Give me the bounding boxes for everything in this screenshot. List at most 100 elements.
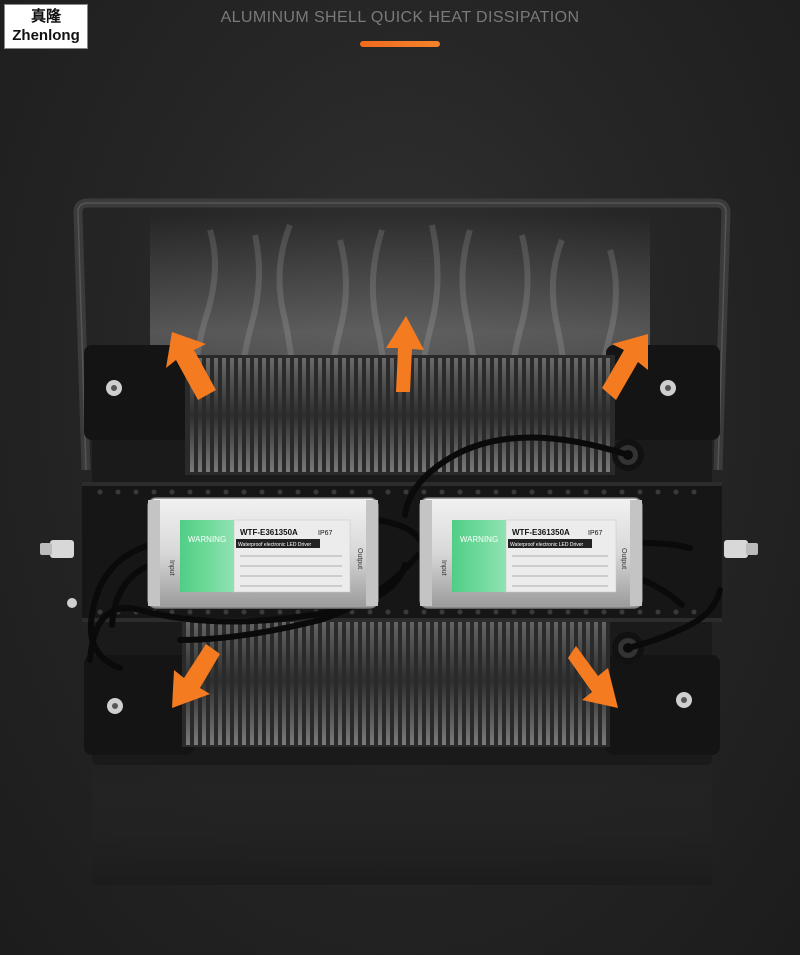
mount-hole: [385, 489, 391, 495]
mount-hole: [385, 609, 391, 615]
heat-sink-fin: [502, 358, 506, 472]
mount-hole: [259, 609, 265, 615]
heat-sink-fin: [266, 616, 270, 745]
heat-sink-fin: [254, 358, 258, 472]
mount-hole: [223, 609, 229, 615]
mount-hole: [601, 489, 607, 495]
mounting-bracket: [73, 198, 731, 471]
heat-sink-fin: [430, 358, 434, 472]
mount-hole: [313, 489, 319, 495]
arrow-up-left: [166, 332, 216, 400]
heat-sink-fin: [398, 358, 402, 472]
heat-sink-fin: [446, 358, 450, 472]
mount-hole: [547, 609, 553, 615]
heat-sink-fin: [282, 616, 286, 745]
mount-hole: [691, 489, 697, 495]
mount-hole: [673, 489, 679, 495]
heat-sink-fin: [358, 358, 362, 472]
heat-sink-fin: [402, 616, 406, 745]
heat-sink-fin: [270, 358, 274, 472]
heat-sink-fin: [530, 616, 534, 745]
heat-sink-fin: [262, 358, 266, 472]
heat-sink-fin: [494, 358, 498, 472]
heat-sink-fin: [462, 358, 466, 472]
mount-hole: [277, 609, 283, 615]
mount-hole: [223, 489, 229, 495]
heat-sink-fin: [442, 616, 446, 745]
mount-hole: [475, 609, 481, 615]
heat-sink-fin: [498, 616, 502, 745]
fin-strokes-upper: [190, 358, 610, 472]
heat-sink-fin: [534, 358, 538, 472]
driver-1-input-label: Input: [168, 560, 175, 576]
mount-hole: [349, 609, 355, 615]
driver-2-output-label: Output: [620, 548, 627, 569]
mount-hole: [187, 489, 193, 495]
heat-sink-fin: [250, 616, 254, 745]
mount-hole: [565, 609, 571, 615]
arrow-up-right: [602, 334, 648, 400]
heat-sink-fin: [322, 616, 326, 745]
heat-sink-fin: [294, 358, 298, 472]
heat-sink-fin: [426, 616, 430, 745]
driver-2-warning-label: [452, 520, 506, 592]
brand-name-en: Zhenlong: [12, 27, 80, 44]
mount-hole: [565, 489, 571, 495]
heat-sink-fin: [570, 616, 574, 745]
driver-1-model: WTF-E361350A: [240, 528, 298, 537]
heat-sink-fin: [314, 616, 318, 745]
heat-sink-fin: [290, 616, 294, 745]
mount-hole: [601, 609, 607, 615]
mount-hole: [205, 609, 211, 615]
arrow-up: [386, 316, 424, 392]
heat-sink-fin: [342, 358, 346, 472]
heat-sink-fin: [414, 358, 418, 472]
mount-hole: [511, 489, 517, 495]
heat-sink-fin: [306, 616, 310, 745]
mount-hole: [295, 609, 301, 615]
heat-sink-fin: [278, 358, 282, 472]
mount-hole: [493, 489, 499, 495]
brand-logo: 真隆 Zhenlong: [4, 4, 88, 49]
heat-sink-fin: [206, 358, 210, 472]
driver-2-model: WTF-E361350A: [512, 528, 570, 537]
mount-hole: [583, 489, 589, 495]
heat-sink-fin: [210, 616, 214, 745]
led-driver-1: WARNING Input Output WTF-E361350A IP67 W…: [147, 497, 379, 609]
heat-sink-fin: [418, 616, 422, 745]
heat-sink-fin: [606, 358, 610, 472]
mount-hole: [241, 489, 247, 495]
heat-sink-fin: [458, 616, 462, 745]
heat-sink-fin: [370, 616, 374, 745]
heat-sink-fin: [554, 616, 558, 745]
heat-sink-fin: [542, 358, 546, 472]
mount-hole: [133, 489, 139, 495]
driver-1-warning-label: [180, 520, 234, 592]
heat-sink-fin: [406, 358, 410, 472]
mount-hole: [367, 609, 373, 615]
heat-sink-fin: [450, 616, 454, 745]
heat-sink-fin: [286, 358, 290, 472]
heat-sink-fin: [466, 616, 470, 745]
heat-sink-fin: [510, 358, 514, 472]
mounting-screws: [106, 380, 692, 714]
mount-hole: [421, 609, 427, 615]
heat-sink-fin: [318, 358, 322, 472]
led-driver-2: WARNING Input Output WTF-E361350A IP67 W…: [419, 497, 643, 609]
driver-1-subtitle: Waterproof electronic LED Driver: [238, 542, 312, 548]
heat-sink-fin: [518, 358, 522, 472]
heat-sink-fin: [310, 358, 314, 472]
heat-sink-fin: [258, 616, 262, 745]
heat-sink-fin: [386, 616, 390, 745]
mount-hole: [655, 609, 661, 615]
driver-1-warning-text: WARNING: [188, 535, 226, 544]
mount-hole: [529, 489, 535, 495]
heat-sink-fin: [422, 358, 426, 472]
heat-sink-fin: [590, 358, 594, 472]
heat-sink-fin: [538, 616, 542, 745]
heat-sink-fin: [438, 358, 442, 472]
heat-sink-fin: [298, 616, 302, 745]
mount-hole: [511, 609, 517, 615]
headline-underline: [360, 41, 440, 47]
